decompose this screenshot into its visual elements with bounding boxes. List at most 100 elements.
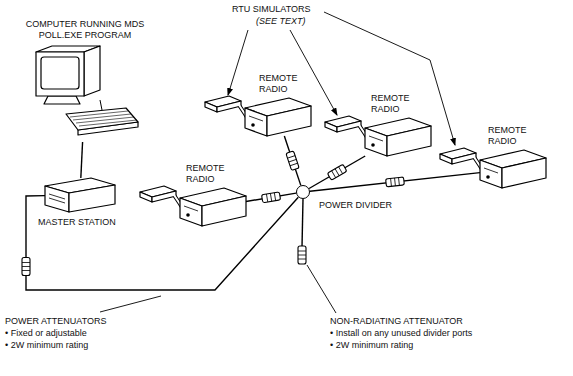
remote-radio: REMOTE RADIO <box>365 118 431 156</box>
attenuator-body <box>298 246 306 264</box>
attenuator-body <box>286 151 299 171</box>
attenuator-body <box>262 192 281 203</box>
remote-radio: REMOTE RADIO <box>480 150 546 188</box>
rtu-side <box>452 153 476 164</box>
radio-front <box>180 198 202 226</box>
monitor-front <box>36 52 84 96</box>
keyboard-key-row <box>73 114 131 120</box>
attenuator-ridge <box>290 163 298 166</box>
note-bullet: • 2W minimum rating <box>330 340 413 351</box>
attenuator-ridge <box>339 167 343 174</box>
radio-front <box>245 108 267 136</box>
rtu-side <box>152 191 176 202</box>
radio-connector <box>371 143 375 147</box>
remote-radio: REMOTE RADIO <box>180 188 246 226</box>
device-label: COMPUTER RUNNING MDS POLL.EXE PROGRAM <box>19 19 151 41</box>
monitor-side <box>84 46 100 96</box>
station-panel-line <box>49 194 65 199</box>
attenuator-ridge <box>398 178 400 186</box>
monitor-screen <box>41 57 79 89</box>
radio-panel-line <box>184 206 198 211</box>
rtu-side <box>217 101 241 112</box>
attenuator-ridge <box>332 171 336 178</box>
device-drawing <box>245 98 311 136</box>
attenuator-ridge <box>298 259 306 260</box>
device-label: REMOTE RADIO <box>371 93 410 115</box>
rtu-front <box>440 154 452 164</box>
attenuator-ridge <box>298 255 306 256</box>
radio-connector <box>251 123 255 127</box>
keyboard-key-row <box>79 120 137 126</box>
radio-front <box>365 128 387 156</box>
callout-note: (SEE TEXT) <box>256 16 306 27</box>
attenuator-ridge <box>289 159 297 162</box>
radio-side <box>267 106 311 136</box>
attenuator-body <box>327 164 347 180</box>
device-drawing <box>45 178 115 212</box>
attenuator-ridge <box>22 270 30 271</box>
keyboard-cable <box>100 100 102 110</box>
device-drawing <box>180 188 246 226</box>
attenuator-body <box>386 177 405 187</box>
radio-panel-line <box>484 168 498 173</box>
device-drawing <box>480 150 546 188</box>
rtu-front <box>140 192 152 202</box>
radio-side <box>502 158 546 188</box>
note-bullet: • Fixed or adjustable <box>5 328 87 339</box>
leader-line <box>307 265 336 313</box>
radio-connector <box>486 175 490 179</box>
radio-connector <box>186 213 190 217</box>
leader-line <box>228 30 248 95</box>
device-drawing <box>365 118 431 156</box>
attenuator-ridge <box>274 193 275 201</box>
station-front <box>45 186 69 212</box>
non-radiating-attenuator <box>298 246 306 264</box>
station-panel-line <box>49 198 65 203</box>
attenuator-ridge <box>298 251 306 252</box>
note-heading: POWER ATTENUATORS <box>5 316 107 327</box>
rtu-simulator <box>325 116 361 132</box>
stub-cable <box>302 199 303 247</box>
power-divider: POWER DIVIDER <box>296 185 310 199</box>
remote-radio: REMOTE RADIO <box>245 98 311 136</box>
device-label: REMOTE RADIO <box>259 73 298 95</box>
keyboard-top <box>66 108 138 130</box>
master-station: MASTER STATION <box>45 178 115 212</box>
radio-side <box>202 196 246 226</box>
rtu-front <box>325 122 337 132</box>
computer-workstation: COMPUTER RUNNING MDS POLL.EXE PROGRAM <box>30 42 140 142</box>
power-attenuator <box>386 177 405 187</box>
radio-panel-line <box>249 116 263 121</box>
note-bullet: • 2W minimum rating <box>5 340 88 351</box>
leader-line <box>100 296 161 312</box>
device-drawing <box>30 42 140 142</box>
rtu-simulator <box>440 148 476 164</box>
device-label: POWER DIVIDER <box>319 200 392 211</box>
attenuator-ridge <box>390 178 392 186</box>
rtu-front <box>205 102 217 112</box>
radio-front <box>480 160 502 188</box>
attenuator-ridge <box>22 262 30 263</box>
attenuator-ridge <box>22 266 30 267</box>
rtu-side <box>337 121 361 132</box>
keyboard-key-row <box>76 117 134 123</box>
coax-cable <box>309 156 365 188</box>
attenuator-body <box>22 258 30 276</box>
device-label: MASTER STATION <box>38 217 116 228</box>
rtu-simulator <box>140 186 176 202</box>
radio-panel-line <box>369 136 383 141</box>
callout-title: RTU SIMULATORS <box>232 4 311 15</box>
device-label: REMOTE RADIO <box>488 125 527 147</box>
attenuator-ridge <box>270 193 271 201</box>
power-attenuator <box>327 164 347 180</box>
attenuator-ridge <box>288 156 296 159</box>
note-bullet: • Install on any unused divider ports <box>330 328 472 339</box>
radio-side <box>387 126 431 156</box>
attenuator-ridge <box>394 178 396 186</box>
keyboard-key-row <box>70 111 128 117</box>
station-side <box>69 185 115 212</box>
power-attenuator <box>286 151 299 171</box>
monitor-base <box>44 96 80 104</box>
